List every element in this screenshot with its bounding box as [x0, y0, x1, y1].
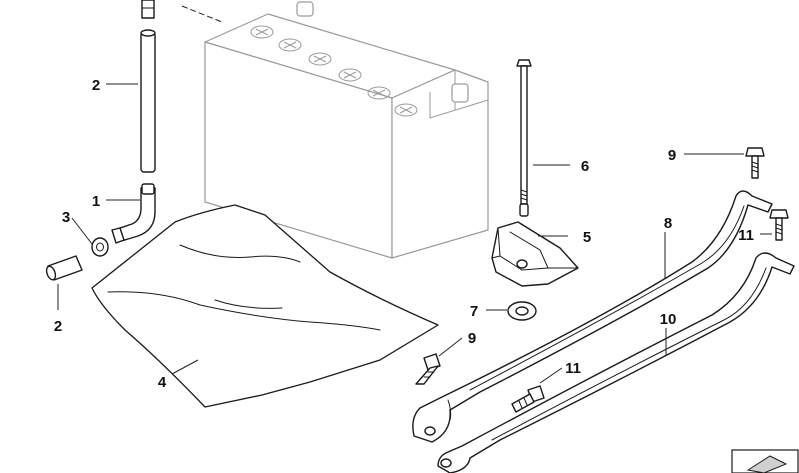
bolt-9-lower	[415, 353, 441, 385]
clamp-block	[491, 221, 579, 287]
bolt-11-upper	[769, 209, 789, 241]
part-label-5: 5	[583, 229, 591, 246]
part-label-3: 3	[62, 209, 70, 226]
part-label-8: 8	[664, 215, 672, 232]
bolt-9-upper	[745, 147, 765, 179]
holding-bracket-upper	[412, 190, 773, 443]
elbow-connector	[111, 183, 156, 244]
corner-symbol-icon	[731, 449, 799, 473]
grommet	[91, 237, 109, 257]
washer	[507, 301, 537, 321]
part-number-labels: 2 1 3 2 4 5 6 7 9 8 11 10 9 11	[54, 77, 754, 391]
part-label-7: 7	[470, 303, 478, 320]
part-label-11-lower: 11	[565, 360, 581, 377]
holding-bracket-lower	[437, 252, 795, 473]
part-label-9-upper: 9	[668, 147, 676, 164]
part-label-2-upper: 2	[92, 77, 100, 94]
battery-illustration	[181, 1, 489, 259]
part-label-2-lower: 2	[54, 318, 62, 335]
long-bolt	[516, 59, 532, 217]
part-label-10: 10	[660, 311, 677, 328]
battery-mat	[91, 204, 439, 408]
part-label-9-lower: 9	[468, 330, 476, 347]
part-label-4: 4	[158, 374, 167, 391]
part-label-1: 1	[92, 193, 100, 210]
vent-hose	[140, 0, 156, 173]
part-label-11-upper: 11	[738, 227, 754, 244]
short-hose	[45, 255, 83, 281]
bolt-11-lower	[511, 385, 545, 413]
part-label-6: 6	[581, 158, 589, 175]
leader-lines	[57, 83, 772, 384]
